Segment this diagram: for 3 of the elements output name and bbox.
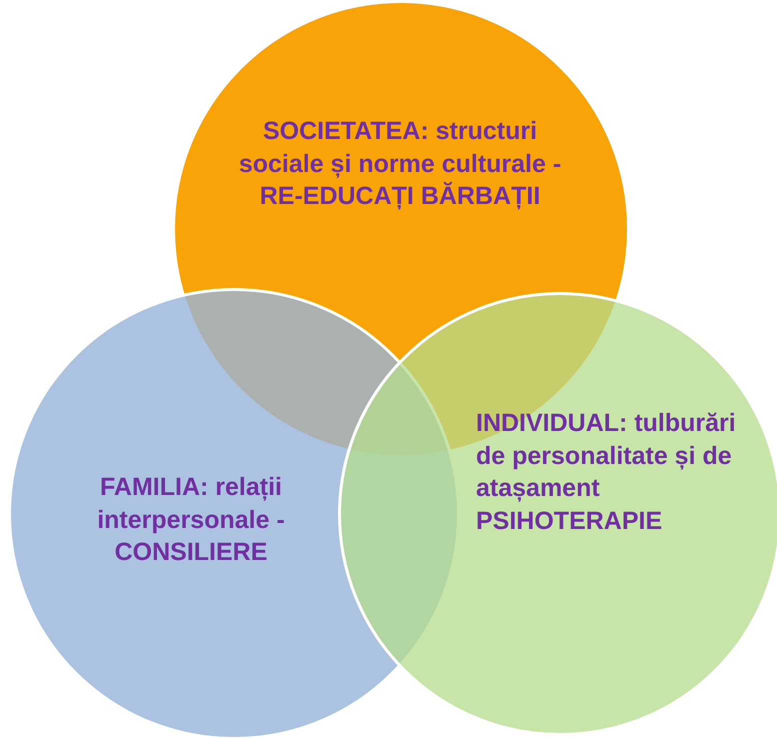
- circle-label: INDIVIDUAL: tulburări de personalitate și de atașament PSIHOTERAPIE: [476, 408, 737, 536]
- circle-label: FAMILIA: relații interpersonale - CONSILIERE: [96, 472, 286, 568]
- circle-label: SOCIETATEA: structuri sociale și norme culturale - RE-EDUCAȚI BĂRBAȚII: [238, 116, 562, 212]
